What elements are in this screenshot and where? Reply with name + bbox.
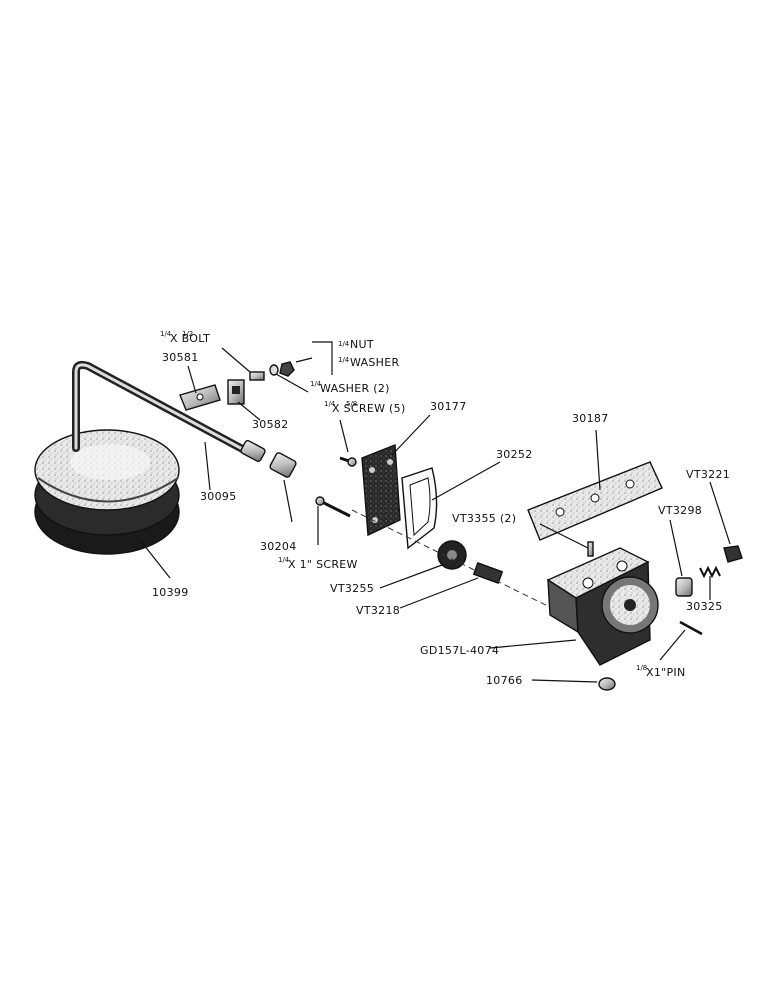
- oil-float-screen-10399: [34, 429, 180, 555]
- fraction-quarter: 1/4: [160, 330, 172, 338]
- label-10766: 10766: [486, 674, 523, 687]
- label-vt3221: VT3221: [686, 468, 730, 481]
- label-30204: 30204: [260, 540, 297, 553]
- shaft-vt3218: [472, 562, 504, 584]
- screw-quarter-by-one: [315, 496, 351, 518]
- label-pin: X1"PIN: [646, 666, 686, 679]
- fraction-quarter-nut: 1/4: [338, 340, 350, 348]
- gasket-30252: [401, 467, 438, 550]
- fraction-quarter-screw1: 1/4: [278, 556, 290, 564]
- label-10399: 10399: [152, 586, 189, 599]
- label-screw-1: X 1" SCREW: [288, 558, 358, 571]
- label-gd157l-4074: GD157L-4074: [420, 644, 499, 657]
- fraction-half: 1/2: [182, 330, 193, 338]
- dowel-pin-vt3355: [587, 541, 594, 557]
- plunger-vt3298: [675, 577, 693, 597]
- label-30177: 30177: [430, 400, 467, 413]
- fraction-five-eighths: 5/8: [346, 400, 357, 408]
- fraction-eighth: 1/8: [636, 664, 647, 672]
- label-vt3355: VT3355 (2): [452, 512, 516, 525]
- leader-lines: [139, 341, 731, 683]
- nut-part: [279, 361, 295, 377]
- cover-plate-30177: [361, 443, 401, 537]
- clip-30582: [227, 379, 245, 405]
- oil-tube-30095: [72, 360, 266, 462]
- pin-eighth-by-one: [679, 620, 703, 636]
- fraction-quarter-washer: 1/4: [338, 356, 350, 364]
- label-vt3255: VT3255: [330, 582, 374, 595]
- label-30581: 30581: [162, 351, 199, 364]
- washer-part: [269, 364, 279, 376]
- label-washer: WASHER: [350, 356, 400, 369]
- pump-body-gd157l-4074: [546, 547, 659, 666]
- fraction-quarter-washer2: 1/4: [310, 380, 322, 388]
- label-30325: 30325: [686, 600, 723, 613]
- spring-30325: [699, 565, 721, 579]
- gasket-30187: [527, 461, 663, 541]
- label-30582: 30582: [252, 418, 289, 431]
- label-bolt: X BOLT: [170, 332, 210, 345]
- screw-quarter-by-five-eighths: [339, 456, 357, 467]
- label-30187: 30187: [572, 412, 609, 425]
- label-nut: NUT: [350, 338, 374, 351]
- label-vt3298: VT3298: [658, 504, 702, 517]
- drive-gear-vt3255: [437, 540, 467, 570]
- label-washer-2: WASHER (2): [320, 382, 390, 395]
- label-screw-5: X SCREW (5): [332, 402, 406, 415]
- plug-10766: [598, 677, 616, 691]
- clip-30581: [179, 384, 221, 411]
- fitting-30204: [269, 452, 297, 478]
- label-30095: 30095: [200, 490, 237, 503]
- labels: 1/4 1/2 X BOLT 1/4 NUT 1/4 WASHER 30581 …: [152, 330, 730, 687]
- label-30252: 30252: [496, 448, 533, 461]
- bolt-quarter-by-half: [249, 371, 265, 381]
- cap-vt3221: [723, 545, 743, 563]
- fraction-quarter-screw5: 1/4: [324, 400, 336, 408]
- label-vt3218: VT3218: [356, 604, 400, 617]
